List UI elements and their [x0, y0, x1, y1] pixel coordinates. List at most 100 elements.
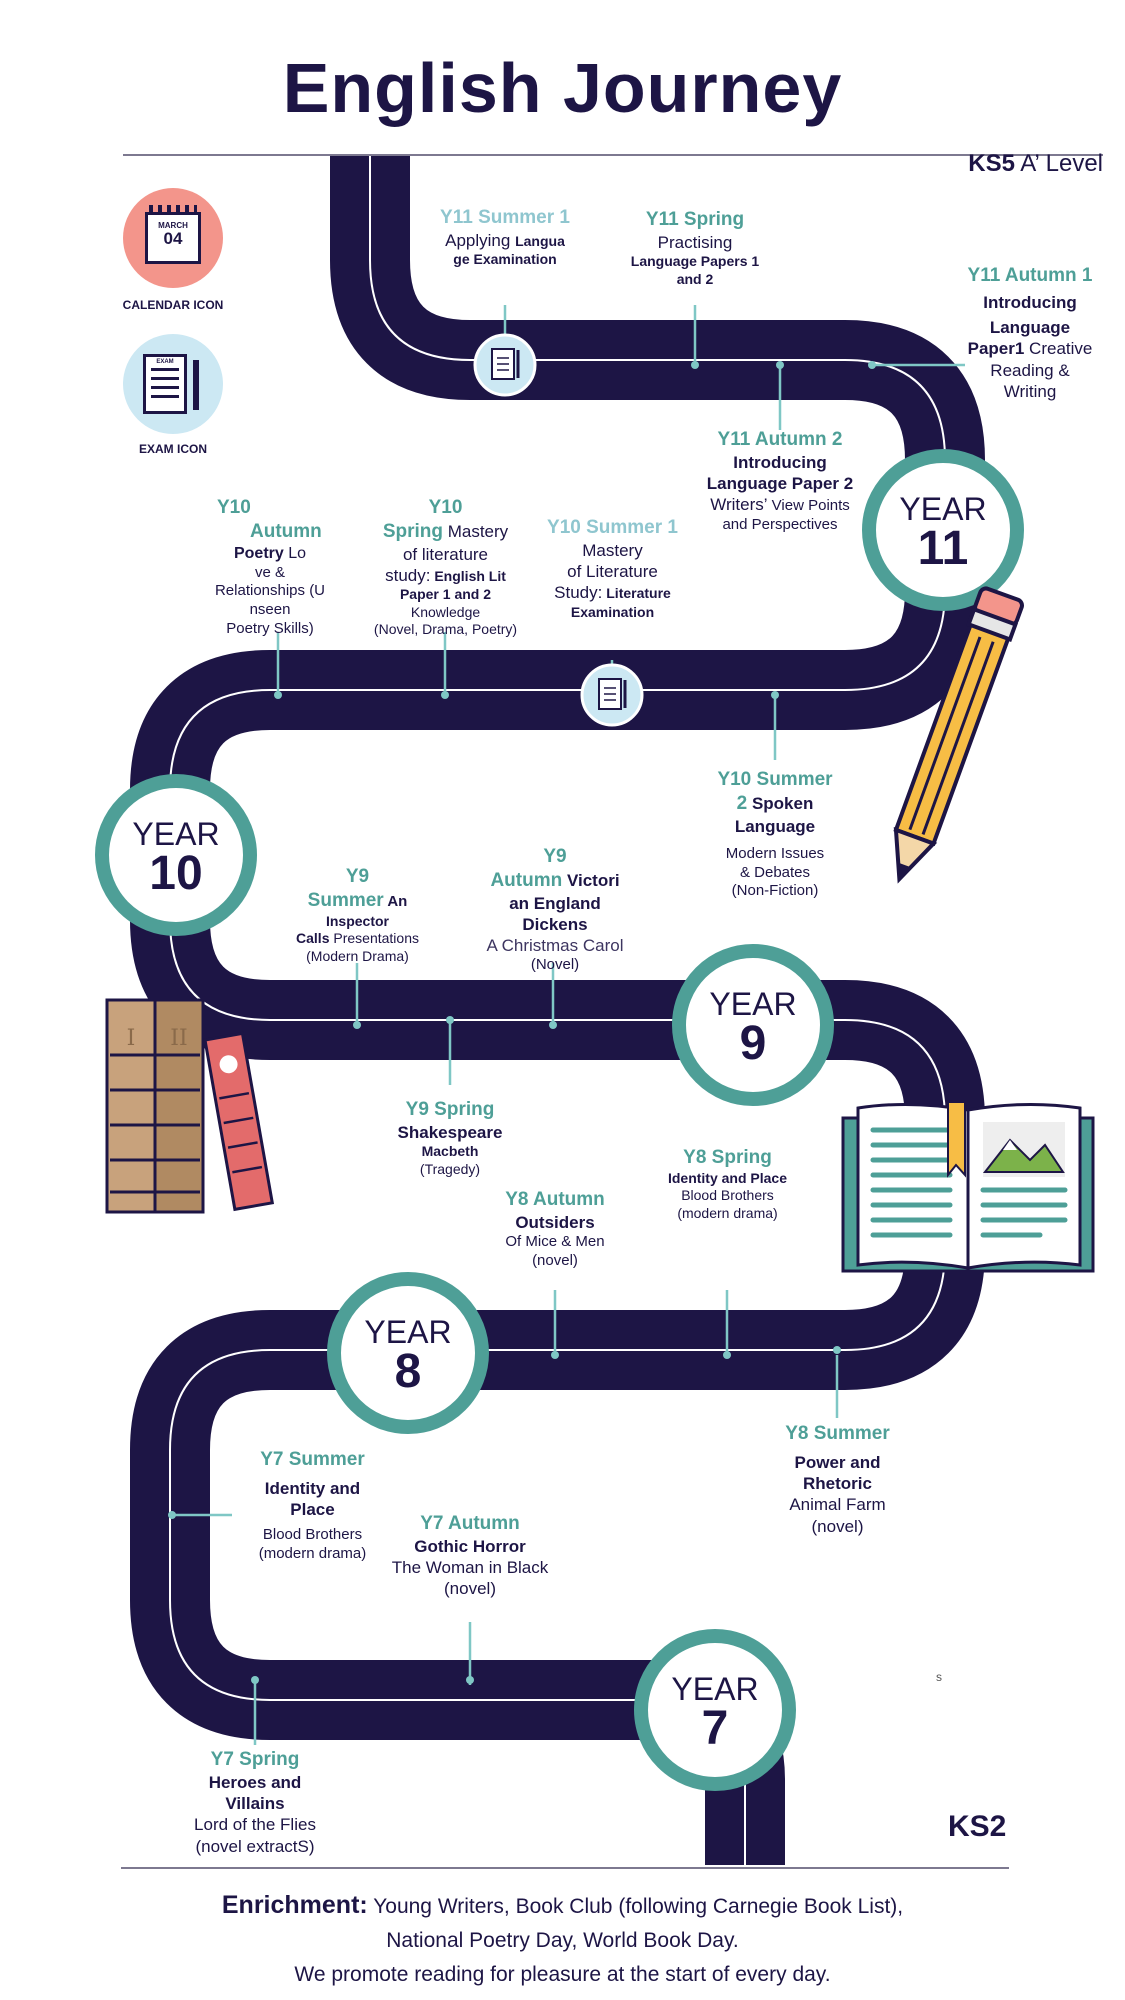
unit-line: Shakespeare	[397, 1122, 503, 1142]
bottom-divider	[121, 1867, 1009, 1869]
unit-line: of literature	[402, 544, 489, 564]
unit-line: (modern drama)	[677, 1204, 778, 1221]
ks5-strong: KS5	[968, 150, 1015, 177]
unit-y7-summer: Y7 Summer Identity and Place Blood Broth…	[235, 1448, 390, 1564]
unit-line: Identity and Place	[667, 1169, 788, 1186]
enrichment-line-3: We promote reading for pleasure at the s…	[294, 1963, 831, 1986]
unit-line: (Novel, Drama, Poetry)	[373, 621, 518, 637]
unit-line: Lord of the Flies	[194, 1815, 316, 1835]
unit-heading: Spring	[382, 520, 443, 542]
unit-line: Introducing	[733, 452, 827, 472]
enrichment-label: Enrichment:	[221, 1891, 368, 1919]
unit-line: Mastery	[442, 521, 509, 541]
year-11-word: YEAR	[899, 491, 987, 527]
unit-line: Relationships (U	[214, 582, 326, 600]
year-8-badge: YEAR 8	[343, 1316, 473, 1396]
unit-line: Dickens	[522, 914, 588, 934]
unit-heading: Y11 Autumn 1	[967, 265, 1093, 286]
unit-line: ve &	[254, 563, 285, 581]
unit-line: (Modern Drama)	[306, 947, 409, 964]
unit-line: The Woman in Black	[391, 1558, 549, 1577]
unit-line: (novel)	[444, 1579, 496, 1599]
unit-line: Villains	[225, 1794, 285, 1813]
road-exam-icon	[473, 333, 537, 397]
unit-heading: Y7 Summer	[260, 1449, 365, 1470]
unit-line: Introducing	[983, 292, 1077, 312]
unit-line: & Debates	[739, 863, 811, 881]
calendar-icon: MARCH 04	[123, 188, 223, 288]
year-8-word: YEAR	[364, 1314, 452, 1350]
enrichment-line-2: National Poetry Day, World Book Day.	[386, 1929, 739, 1952]
unit-line: Inspector	[325, 912, 389, 929]
enrichment-block: Enrichment: Young Writers, Book Club (fo…	[0, 1888, 1125, 1992]
unit-line: Presentations	[329, 930, 419, 946]
unit-line: of Literature	[567, 562, 658, 581]
unit-heading: Y10 Summer	[717, 769, 833, 790]
unit-line: Lo	[283, 544, 307, 562]
unit-heading: Y11 Summer 1	[440, 207, 570, 228]
ks5-rest: A’ Level	[1014, 150, 1103, 177]
unit-heading: Autumn	[490, 869, 563, 891]
unit-line: English Lit	[430, 567, 506, 584]
year-8-number: 8	[394, 1345, 422, 1398]
unit-y10-summer-1: Y10 Summer 1 Mastery of Literature Study…	[535, 516, 690, 621]
unit-line: Knowledge	[410, 603, 481, 620]
exam-icon: EXAM	[123, 334, 223, 434]
unit-heading: Y7 Autumn	[420, 1513, 520, 1534]
unit-y11-spring: Y11 Spring Practising Language Papers 1 …	[615, 208, 775, 288]
unit-line: an England	[509, 893, 601, 913]
unit-line: View Points	[767, 497, 850, 515]
year-9-word: YEAR	[709, 986, 797, 1022]
exam-caption: EXAM ICON	[138, 442, 207, 456]
unit-heading: Y10	[428, 497, 463, 518]
unit-heading: Y11 Spring	[645, 209, 745, 230]
unit-line: Modern Issues	[725, 844, 825, 862]
unit-heading: 2	[736, 792, 748, 814]
unit-line: Blood Brothers	[262, 1526, 363, 1544]
unit-line: Language Papers 1	[630, 253, 760, 269]
unit-line: and 2	[676, 270, 714, 287]
unit-heading: Y8 Summer	[785, 1423, 890, 1444]
year-10-number: 10	[149, 847, 203, 900]
year-9-badge: YEAR 9	[688, 988, 818, 1068]
unit-y10-autumn: Y10 Autumn Poetry Lo ve & Relationships …	[205, 496, 335, 639]
unit-line: Paper 1 and 2	[399, 586, 492, 602]
unit-heading: Y8 Spring	[683, 1147, 772, 1168]
unit-line: Mastery	[582, 540, 643, 560]
unit-y10-spring: Y10 Spring Mastery of literature study: …	[358, 496, 533, 639]
unit-y11-autumn-1: Y11 Autumn 1 Introducing Language Paper1…	[950, 264, 1110, 402]
unit-line: and Perspectives	[722, 516, 838, 533]
unit-y7-autumn: Y7 Autumn Gothic Horror The Woman in Bla…	[375, 1512, 565, 1600]
unit-line: A Christmas Carol	[486, 936, 624, 955]
road-exam-icon	[580, 663, 644, 727]
unit-y9-autumn: Y9 Autumn Victori an England Dickens A C…	[465, 845, 645, 975]
unit-line: Outsiders	[515, 1212, 595, 1232]
unit-line: Language Paper 2	[706, 474, 854, 493]
svg-text:I: I	[127, 1026, 136, 1051]
page-title: English Journey	[282, 49, 843, 127]
calendar-day: 04	[163, 229, 183, 248]
unit-y11-summer-1: Y11 Summer 1 Applying Langua ge Examinat…	[420, 206, 590, 269]
unit-line: Poetry	[233, 544, 284, 562]
ks2-label: KS2	[948, 1810, 1007, 1843]
unit-line: An	[383, 892, 408, 910]
year-11-badge: YEAR 11	[878, 493, 1008, 573]
unit-line: Blood Brothers	[681, 1187, 774, 1204]
unit-line: Language	[734, 816, 816, 836]
calendar-caption: CALENDAR ICON	[122, 298, 224, 312]
unit-line: Paper1	[967, 339, 1025, 359]
unit-line: Gothic Horror	[414, 1536, 526, 1556]
unit-y8-autumn: Y8 Autumn Outsiders Of Mice & Men (novel…	[475, 1188, 635, 1271]
unit-line: Language	[989, 318, 1071, 337]
unit-heading: Y10	[217, 497, 251, 518]
unit-heading: Y9	[543, 846, 567, 867]
unit-line: Victori	[562, 870, 620, 890]
unit-line: Creative	[1024, 339, 1093, 359]
unit-line: Langua	[515, 232, 565, 249]
unit-line: Writers’	[710, 495, 768, 515]
unit-line: Study:	[554, 583, 603, 603]
year-9-number: 9	[739, 1017, 767, 1070]
year-7-number: 7	[701, 1702, 729, 1755]
year-10-badge: YEAR 10	[111, 818, 241, 898]
